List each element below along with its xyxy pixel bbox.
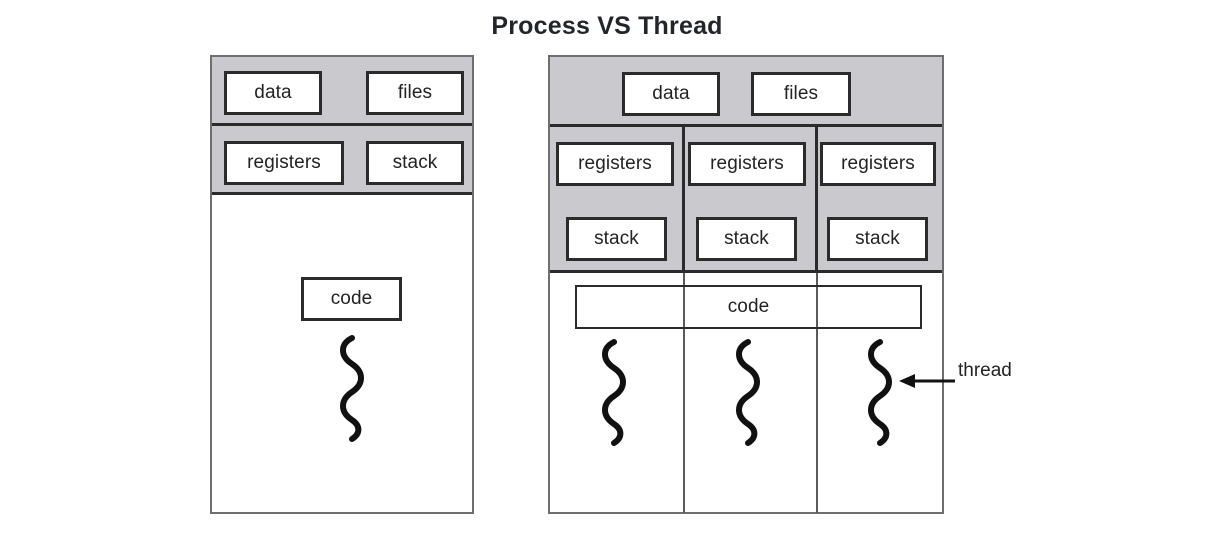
thread-pointer-arrow-icon <box>897 370 957 397</box>
process-data-label: data <box>254 82 292 103</box>
thread-2-stack-box: stack <box>696 217 797 261</box>
thread-2-registers-label: registers <box>710 153 784 174</box>
thread-3-stack-box: stack <box>827 217 928 261</box>
thread-files-label: files <box>783 83 819 104</box>
thread-column-divider-1-lower <box>683 273 685 513</box>
thread-2-squiggle <box>726 338 772 453</box>
thread-code-label: code <box>721 296 776 318</box>
thread-1-stack-box: stack <box>566 217 667 261</box>
thread-data-box: data <box>622 72 720 116</box>
process-thread-squiggle <box>330 334 376 449</box>
thread-1-squiggle <box>592 338 638 453</box>
process-code-box: code <box>301 277 402 321</box>
thread-band-bottom-divider <box>550 270 942 273</box>
thread-band-divider <box>550 124 942 127</box>
page-title: Process VS Thread <box>491 12 723 40</box>
thread-2-registers-box: registers <box>688 142 806 186</box>
process-stack-label: stack <box>392 152 438 173</box>
process-data-box: data <box>224 71 322 115</box>
thread-3-stack-label: stack <box>855 228 900 249</box>
process-code-label: code <box>330 288 373 309</box>
thread-column-divider-2-lower <box>816 273 818 513</box>
thread-column-divider-1 <box>682 126 685 273</box>
process-files-label: files <box>397 82 433 103</box>
thread-column-divider-2 <box>815 126 818 273</box>
thread-3-registers-box: registers <box>820 142 936 186</box>
thread-3-squiggle <box>858 338 904 453</box>
process-band-divider <box>212 123 472 126</box>
thread-2-stack-label: stack <box>724 228 769 249</box>
process-registers-box: registers <box>224 141 344 185</box>
thread-1-registers-label: registers <box>578 153 652 174</box>
thread-1-stack-label: stack <box>594 228 639 249</box>
thread-1-registers-box: registers <box>556 142 674 186</box>
thread-code-box: code <box>575 285 922 329</box>
process-files-box: files <box>366 71 464 115</box>
process-stack-box: stack <box>366 141 464 185</box>
process-registers-label: registers <box>247 152 321 173</box>
thread-data-label: data <box>652 83 690 104</box>
thread-files-box: files <box>751 72 851 116</box>
thread-3-registers-label: registers <box>841 153 915 174</box>
process-band-bottom-divider <box>212 192 472 195</box>
thread-annotation-label: thread <box>958 360 1012 381</box>
